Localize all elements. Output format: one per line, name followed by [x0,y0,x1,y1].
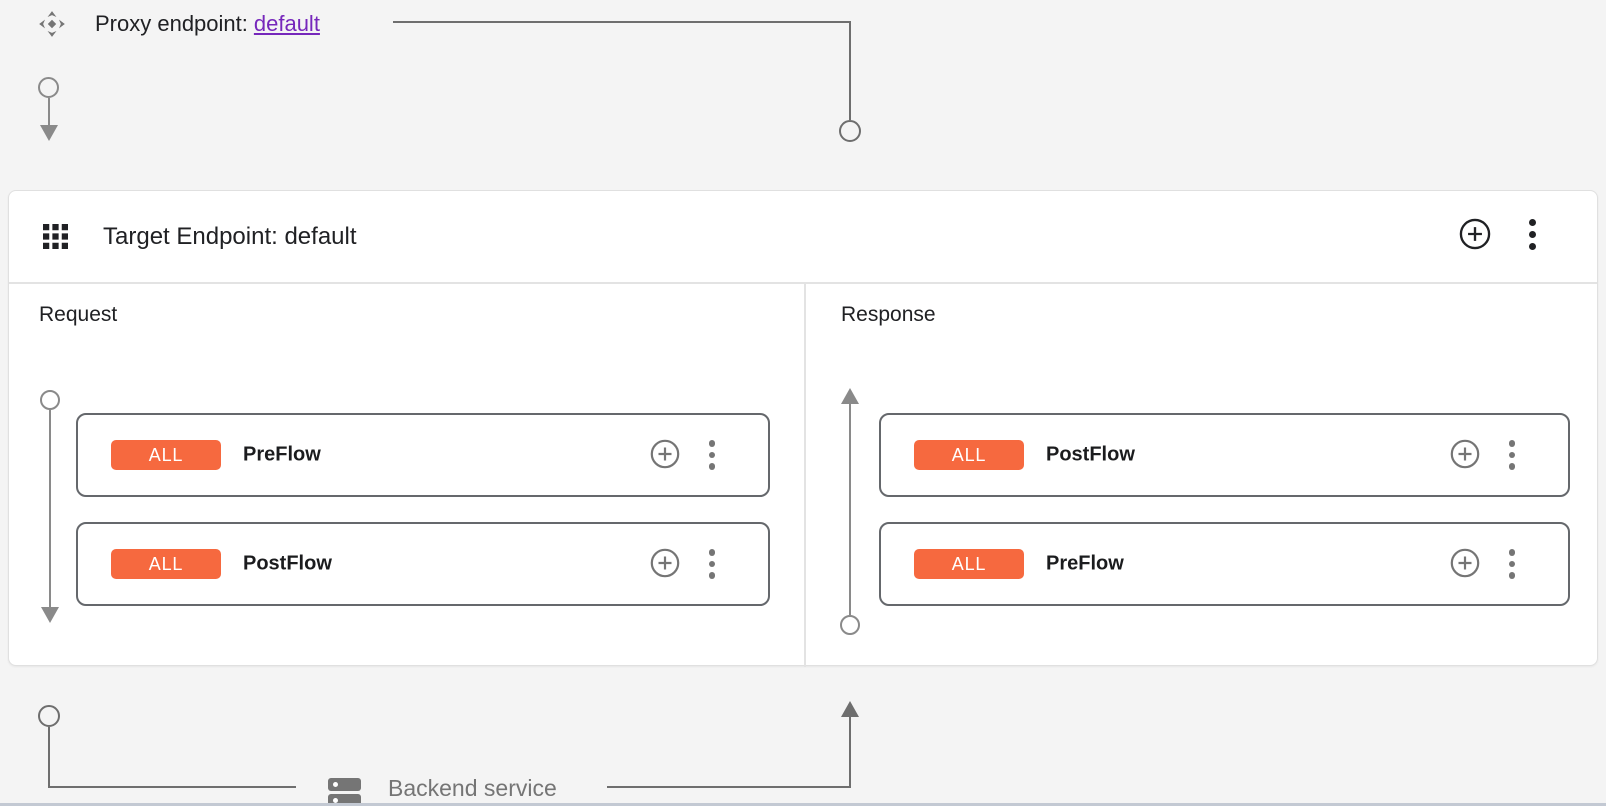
flow-menu-button[interactable] [1506,548,1518,580]
add-policy-button[interactable] [650,439,680,472]
request-panel-title: Request [39,303,118,326]
request-rail-line [49,410,51,607]
plus-circle-icon [650,439,680,472]
plus-circle-icon [650,548,680,581]
target-endpoint-add-button[interactable] [1459,218,1491,250]
flow-name: PostFlow [243,552,332,575]
kebab-menu-icon [708,440,716,447]
response-panel-title: Response [841,303,936,326]
plus-circle-icon [1459,218,1491,253]
request-rail-arrow-down-icon [41,607,59,623]
backend-service-icon [328,778,361,806]
flow-menu-button[interactable] [1506,439,1518,471]
kebab-menu-icon [1508,440,1516,447]
grid-icon [43,224,68,249]
response-rail-end-circle [840,615,860,635]
connector-proxy-vertical-line [849,21,851,120]
target-endpoint-card: Target Endpoint: default Request [8,190,1598,667]
connector-backend-left-horizontal-line [48,786,296,788]
flow-condition-badge: ALL [914,440,1024,470]
proxy-endpoint-label: Proxy endpoint: [95,11,248,36]
flow-card-response-postflow[interactable]: ALL PostFlow [879,413,1570,497]
connector-proxy-end-circle [839,120,861,142]
flow-name: PreFlow [243,443,321,466]
target-endpoint-menu-button[interactable] [1525,219,1539,255]
connector-backend-right-vertical-line [849,717,851,788]
proxy-endpoint-row: Proxy endpoint:default [95,10,320,38]
connector-backend-left-vertical-line [48,727,50,787]
proxy-rail-start-circle [38,77,59,98]
response-rail-arrow-up-icon [841,388,859,404]
response-rail-line [849,404,851,615]
flow-condition-badge: ALL [914,549,1024,579]
panel-divider [804,284,806,667]
bottom-edge-strip [0,803,1606,806]
flow-card-request-postflow[interactable]: ALL PostFlow [76,522,770,606]
flow-menu-button[interactable] [706,439,718,471]
add-policy-button[interactable] [650,548,680,581]
plus-circle-icon [1450,439,1480,472]
connector-proxy-horizontal-line [393,21,851,23]
flow-card-request-preflow[interactable]: ALL PreFlow [76,413,770,497]
proxy-endpoint-icon [38,10,66,38]
target-endpoint-title: Target Endpoint: default [103,223,357,250]
kebab-menu-icon [708,549,716,556]
flow-name: PostFlow [1046,443,1135,466]
add-policy-button[interactable] [1450,548,1480,581]
flow-condition-badge: ALL [111,549,221,579]
proxy-endpoint-link[interactable]: default [253,11,320,36]
flow-name: PreFlow [1046,552,1124,575]
kebab-menu-icon [1528,219,1536,226]
target-endpoint-header: Target Endpoint: default [9,191,1597,284]
plus-circle-icon [1450,548,1480,581]
connector-backend-right-horizontal-line [607,786,851,788]
connector-backend-start-circle [38,705,60,727]
backend-service-label: Backend service [388,775,557,801]
flow-menu-button[interactable] [706,548,718,580]
connector-backend-arrow-up-icon [841,701,859,717]
add-policy-button[interactable] [1450,439,1480,472]
request-rail-start-circle [40,390,60,410]
proxy-rail-line [48,98,50,125]
flow-card-response-preflow[interactable]: ALL PreFlow [879,522,1570,606]
flow-condition-badge: ALL [111,440,221,470]
kebab-menu-icon [1508,549,1516,556]
proxy-rail-arrow-down-icon [40,125,58,141]
